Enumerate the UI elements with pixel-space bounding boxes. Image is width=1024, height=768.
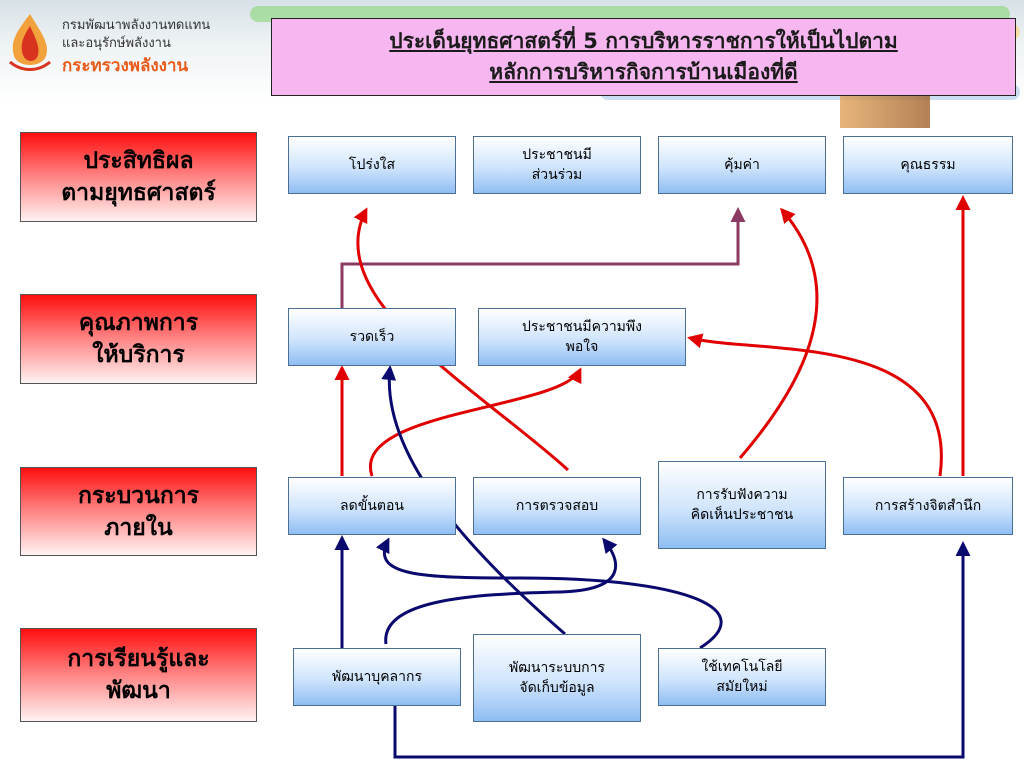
node-label: การรับฟังความ <box>696 487 788 503</box>
node-transparency: โปร่งใส <box>288 136 456 194</box>
node-awareness: การสร้างจิตสำนึก <box>843 477 1013 535</box>
link-awareness-to-satisfaction <box>687 333 943 477</box>
node-label: พัฒนาบุคลากร <box>332 669 422 685</box>
organization-logo: กรมพัฒนาพลังงานทดแทน และอนุรักษ์พลังงาน … <box>6 10 256 76</box>
row-label-service-quality: คุณภาพการ ให้บริการ <box>20 294 257 384</box>
node-label: โปร่งใส <box>348 157 396 173</box>
node-participation: ประชาชนมี ส่วนร่วม <box>473 136 641 194</box>
row-label-line1: ประสิทธิผล <box>83 148 194 174</box>
link-personnel-to-awareness <box>393 541 971 759</box>
row-label-line2: ให้บริการ <box>92 342 185 368</box>
row-label-line2: พัฒนา <box>106 678 171 704</box>
node-modern-technology: ใช้เทคโนโลยี สมัยใหม่ <box>658 648 826 706</box>
node-label: ประชาชนมีความพึง <box>522 319 642 335</box>
link-hearing-to-value <box>738 207 819 459</box>
row-label-effectiveness: ประสิทธิผล ตามยุทธศาสตร์ <box>20 132 257 222</box>
node-inspection: การตรวจสอบ <box>473 477 641 535</box>
title-line2: หลักการบริหารกิจการบ้านเมืองที่ดี <box>489 60 798 84</box>
node-data-system: พัฒนาระบบการ จัดเก็บข้อมูล <box>473 634 641 722</box>
org-name-line2: และอนุรักษ์พลังงาน <box>62 36 171 51</box>
title-line1: ประเด็นยุทธศาสตร์ที่ 5 การบริหารราชการให… <box>389 29 898 53</box>
row-label-line2: ตามยุทธศาสตร์ <box>61 180 216 206</box>
node-label: คุณธรรม <box>900 157 956 173</box>
node-label: ใช้เทคโนโลยี <box>701 659 783 675</box>
link-speed-to-value <box>340 207 746 308</box>
row-label-line1: การเรียนรู้และ <box>67 646 210 672</box>
node-ethics: คุณธรรม <box>843 136 1013 194</box>
row-label-line1: กระบวนการ <box>77 482 200 509</box>
link-technology-to-reduce-steps <box>375 537 723 650</box>
node-reduce-steps: ลดขั้นตอน <box>288 477 456 535</box>
node-label: พัฒนาระบบการ <box>509 660 605 676</box>
org-name-line1: กรมพัฒนาพลังงานทดแทน <box>62 18 211 33</box>
row-label-line2: ภายใน <box>104 514 173 541</box>
node-label: รวดเร็ว <box>349 329 395 345</box>
node-label: สมัยใหม่ <box>716 679 768 695</box>
row-label-internal-process: กระบวนการ ภายใน <box>20 467 257 556</box>
flame-logo-icon <box>9 14 51 71</box>
node-value-for-money: คุ้มค่า <box>658 136 826 194</box>
node-label: คุ้มค่า <box>724 157 760 173</box>
node-label: ส่วนร่วม <box>531 167 583 183</box>
node-label: พอใจ <box>565 339 599 355</box>
link-personnel-to-inspection <box>384 537 618 645</box>
node-label: การตรวจสอบ <box>515 498 599 514</box>
node-personnel-development: พัฒนาบุคลากร <box>293 648 461 706</box>
link-reduce-steps-to-satisfaction <box>368 367 582 477</box>
node-label: ลดขั้นตอน <box>340 498 404 514</box>
node-speed: รวดเร็ว <box>288 308 456 366</box>
row-label-learning-growth: การเรียนรู้และ พัฒนา <box>20 628 257 722</box>
node-public-hearing: การรับฟังความ คิดเห็นประชาชน <box>658 461 826 549</box>
node-label: ประชาชนมี <box>522 147 592 163</box>
decor-picture <box>840 92 930 128</box>
node-label: การสร้างจิตสำนึก <box>874 498 982 514</box>
row-label-line1: คุณภาพการ <box>78 310 199 336</box>
node-label: จัดเก็บข้อมูล <box>519 680 595 696</box>
ministry-name: กระทรวงพลังงาน <box>62 56 189 76</box>
node-label: คิดเห็นประชาชน <box>690 507 794 523</box>
node-satisfaction: ประชาชนมีความพึง พอใจ <box>478 308 686 366</box>
slide-title: ประเด็นยุทธศาสตร์ที่ 5 การบริหารราชการให… <box>271 18 1016 96</box>
